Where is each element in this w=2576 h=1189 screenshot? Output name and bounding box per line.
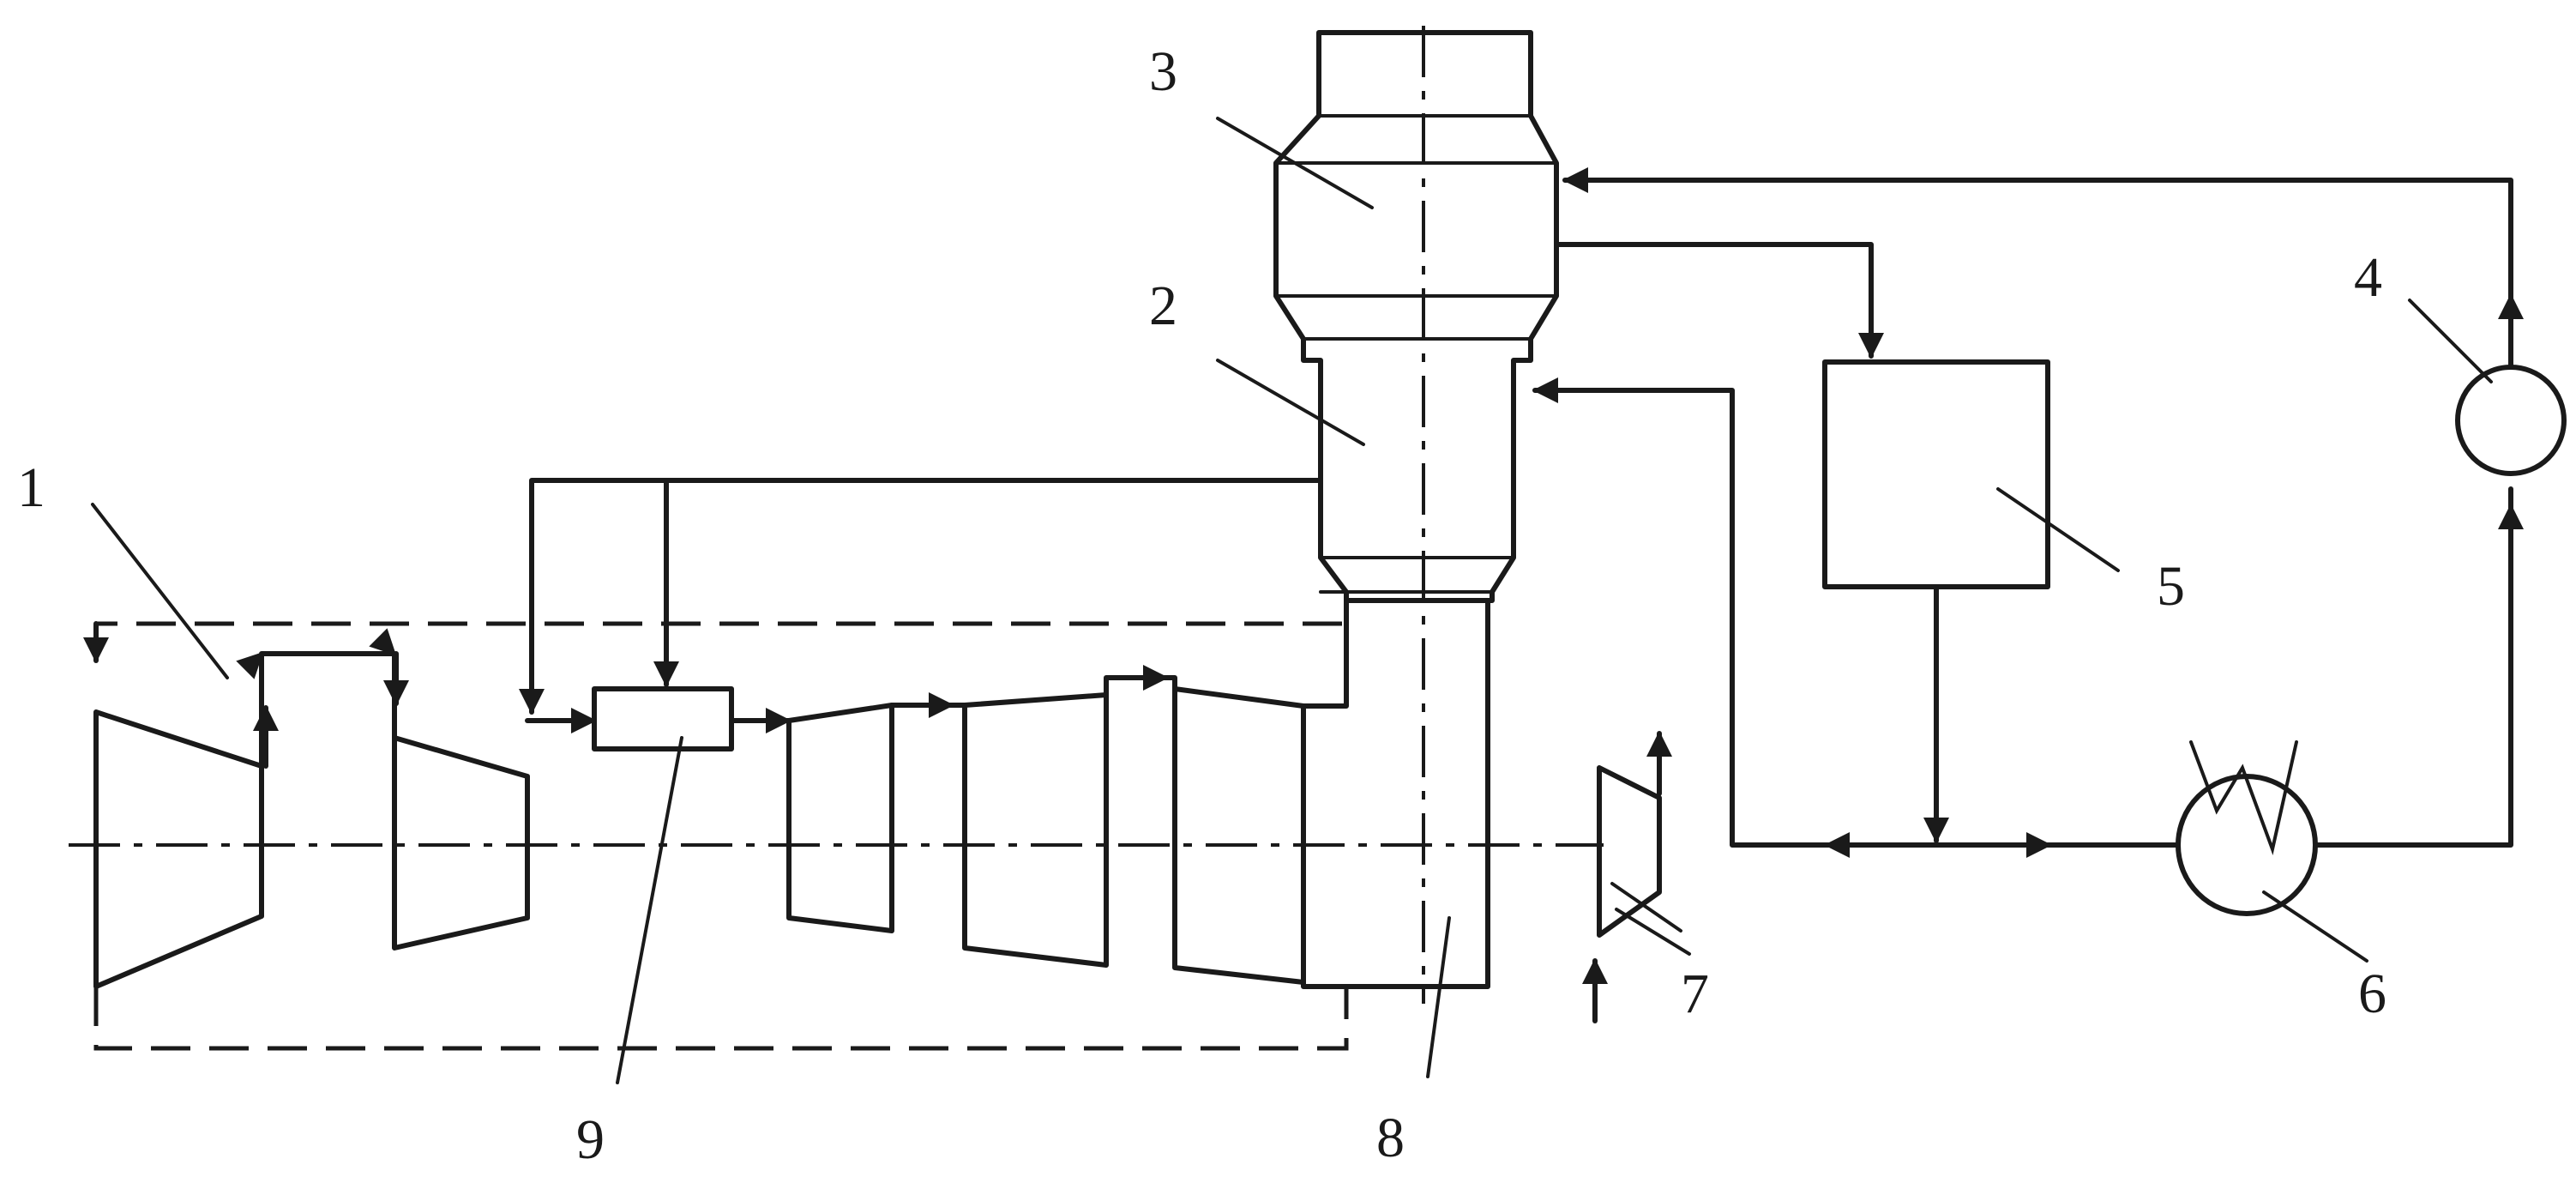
- callout-7: 7: [1681, 963, 1709, 1025]
- callout-8: 8: [1376, 1107, 1405, 1169]
- callout-9: 9: [576, 1108, 605, 1171]
- leader-2: [1216, 359, 1365, 446]
- leader-4: [2408, 299, 2493, 383]
- callout-1: 1: [17, 456, 45, 519]
- leader-9: [616, 736, 683, 1084]
- tower-column: [1273, 26, 1559, 1004]
- compressor-section-2: [392, 735, 530, 951]
- callout-3: 3: [1149, 40, 1177, 103]
- bypass-line-bottom: [93, 987, 1349, 1051]
- callout-5: 5: [2157, 555, 2185, 618]
- heat-exchanger: [2176, 740, 2318, 916]
- turbine-section-3: [1172, 686, 1306, 985]
- leader-7: [1615, 908, 1691, 956]
- callout-2: 2: [1149, 275, 1177, 337]
- pump: [2455, 365, 2567, 476]
- leader-8: [1426, 916, 1451, 1078]
- leader-1: [91, 503, 229, 679]
- combustor: [592, 686, 734, 751]
- leader-3: [1216, 117, 1374, 209]
- turbine-section-1: [786, 703, 894, 933]
- interstage-duct-a: [236, 628, 397, 769]
- return-line: [1532, 377, 1939, 848]
- turbine-section-2: [962, 692, 1109, 968]
- auxiliary-machine: [1582, 731, 1682, 1023]
- exhaust-duct: [1301, 598, 1490, 989]
- leader-6: [2262, 890, 2368, 963]
- compressor-section-1: [93, 709, 264, 989]
- leader-5: [1996, 487, 2120, 572]
- unit-5-box: [1822, 359, 2050, 589]
- callout-4: 4: [2354, 246, 2382, 309]
- extraction-line: [529, 478, 1323, 710]
- callout-6: 6: [2358, 963, 2386, 1025]
